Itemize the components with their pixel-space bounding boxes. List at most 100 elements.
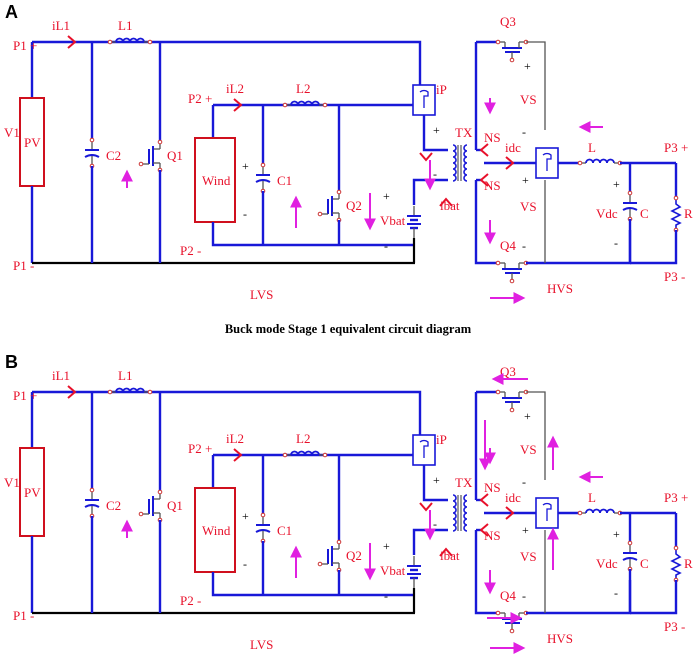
label-q1: Q1 (167, 498, 183, 513)
label-vbat: Vbat (380, 213, 406, 228)
label-p1-plus: P1 + (13, 388, 37, 403)
vdc-plus-sign: + (613, 177, 620, 191)
label-c2: C2 (106, 148, 121, 163)
tx-primary-top-lead (422, 465, 448, 502)
label-il2: iL2 (226, 431, 244, 446)
label-p1-minus: P1 - (13, 258, 34, 273)
label-ibat: ibat (440, 198, 460, 213)
panel-letter: B (5, 352, 18, 372)
q3-plus-sign: + (524, 409, 531, 423)
label-ns-top: NS (484, 130, 501, 145)
inductor-l (577, 508, 623, 516)
label-il1: iL1 (52, 18, 70, 33)
label-vs-top: VS (520, 92, 537, 107)
label-lvs: LVS (250, 287, 273, 302)
vs-top-minus-sign: - (522, 125, 526, 139)
label-il1: iL1 (52, 368, 70, 383)
idc-direction-chevron (505, 506, 515, 520)
label-ns-bot: NS (484, 178, 501, 193)
q3-plus-sign: + (524, 59, 531, 73)
tx-primary-top-lead (422, 115, 448, 152)
label-p1-plus: P1 + (13, 38, 37, 53)
label-r: R (684, 206, 693, 221)
label-vbat: Vbat (380, 563, 406, 578)
label-q3: Q3 (500, 364, 516, 379)
label-c1: C1 (277, 173, 292, 188)
label-c1: C1 (277, 523, 292, 538)
ibat-direction-chevron (439, 197, 453, 207)
wind-source-box (194, 137, 236, 223)
vbat-plus-sign: + (383, 539, 390, 553)
capacitor-c (622, 540, 638, 572)
label-p2-minus: P2 - (180, 243, 201, 258)
r-bottom-lead (630, 230, 678, 265)
label-pv: PV (24, 485, 41, 500)
label-v1: V1 (4, 125, 20, 140)
il2-direction-chevron (233, 448, 243, 462)
p1-top-rail (32, 40, 422, 95)
battery-vbat (405, 204, 423, 240)
wind-plus-sign: + (242, 509, 249, 523)
capacitor-c2 (84, 137, 100, 169)
label-p2-minus: P2 - (180, 593, 201, 608)
label-vs-bot: VS (520, 549, 537, 564)
q4-minus-sign: - (522, 239, 526, 253)
label-q3: Q3 (500, 14, 516, 29)
label-c2: C2 (106, 498, 121, 513)
p1-top-rail (32, 390, 422, 445)
pv-source-box (19, 447, 45, 537)
label-l1: L1 (118, 18, 132, 33)
r-bottom-lead (630, 580, 678, 615)
q3-right-rail (526, 391, 546, 480)
secondary-bottom-chevron (479, 173, 489, 187)
battery-vbat (405, 554, 423, 590)
label-p3-minus: P3 - (664, 619, 685, 634)
vs-bot-plus-sign: + (522, 173, 529, 187)
label-q4: Q4 (500, 238, 516, 253)
vbat-minus-sign: - (384, 239, 388, 253)
current-probe-ip (412, 434, 436, 466)
label-pv: PV (24, 135, 41, 150)
secondary-bottom-chevron (479, 523, 489, 537)
label-p3-plus: P3 + (664, 490, 688, 505)
current-probe-idc (535, 497, 559, 529)
vdc-minus-sign: - (614, 236, 618, 250)
label-ip: iP (436, 82, 447, 97)
label-vs-top: VS (520, 442, 537, 457)
label-q2: Q2 (346, 198, 362, 213)
label-idc: idc (505, 140, 521, 155)
resistor-r (671, 195, 681, 233)
label-ns-bot: NS (484, 528, 501, 543)
wind-minus-sign: - (243, 207, 247, 221)
secondary-top-chevron (479, 493, 489, 507)
label-l: L (588, 490, 596, 505)
panel-caption: Buck mode Stage 1 equivalent circuit dia… (225, 322, 472, 336)
vdc-plus-sign: + (613, 527, 620, 541)
p2-return-rail (211, 222, 415, 247)
label-idc: idc (505, 490, 521, 505)
label-r: R (684, 556, 693, 571)
p2-return-rail (211, 572, 415, 597)
mosfet-q4 (495, 610, 529, 634)
primary-minus-sign: - (433, 517, 437, 531)
label-lvs: LVS (250, 637, 273, 652)
mosfet-q2 (317, 189, 342, 223)
label-c: C (640, 556, 649, 571)
ip-direction-chevron (419, 502, 433, 512)
label-tx: TX (455, 125, 473, 140)
q4-left-rail (474, 180, 498, 265)
primary-minus-sign: - (433, 167, 437, 181)
inductor-l (577, 158, 623, 166)
resistor-r (671, 545, 681, 583)
q4-minus-sign: - (522, 589, 526, 603)
mosfet-q2 (317, 539, 342, 573)
label-p3-minus: P3 - (664, 269, 685, 284)
capacitor-c1 (255, 162, 271, 194)
label-wind: Wind (202, 523, 231, 538)
label-p1-minus: P1 - (13, 608, 34, 623)
capacitor-c (622, 190, 638, 222)
label-ns-top: NS (484, 480, 501, 495)
capacitor-c2 (84, 487, 100, 519)
